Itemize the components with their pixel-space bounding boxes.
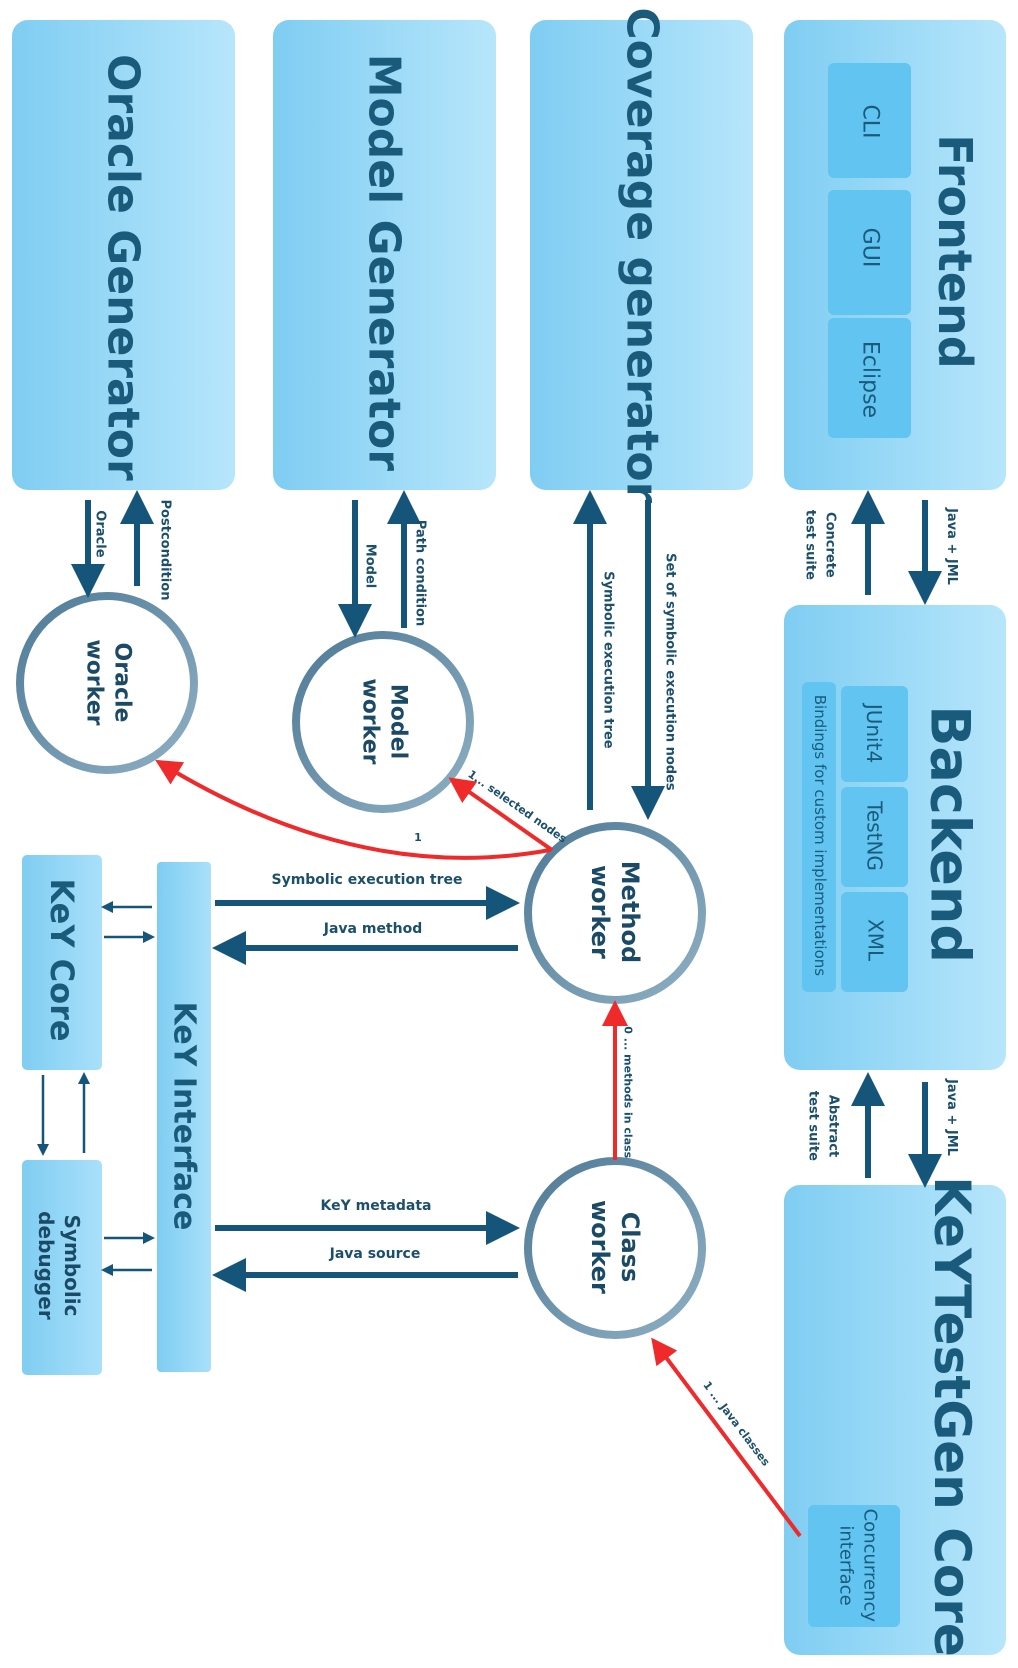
method-worker-line1: Method [616, 861, 644, 963]
label-java-source: Java source [329, 1246, 421, 1262]
label-oracle: Oracle [93, 510, 108, 557]
backend-testng-box [841, 787, 908, 887]
backend-junit4-label: JUnit4 [862, 702, 886, 763]
backend-testng-label: TestNG [863, 800, 887, 871]
backend-bindings-box [802, 682, 836, 992]
oracle-generator-title: Oracle Generator [98, 54, 149, 481]
model-generator-box: Model Generator [273, 20, 496, 490]
backend-title: Backend [919, 705, 982, 963]
frontend-eclipse-label: Eclipse [858, 341, 883, 418]
label-path-condition: Path condition [413, 520, 428, 626]
label-one: 1 [414, 831, 422, 844]
keytestgen-core-title: KeYTestGen Core [923, 1176, 981, 1657]
backend-junit4-box [841, 686, 908, 782]
dark-horizontal-arrows [212, 886, 520, 1292]
model-worker: Model worker [292, 631, 474, 813]
backend-xml-box [841, 892, 908, 992]
arrow-red-java-classes [651, 1337, 802, 1538]
frontend-gui-label: GUI [858, 228, 883, 268]
concurrency-label-line1: Concurrency [860, 1509, 881, 1623]
label-postcondition: Postcondition [158, 500, 173, 601]
label-model: Model [363, 544, 378, 588]
oracle-generator-box: Oracle Generator [12, 20, 235, 490]
label-java-jml-2: Java + JML [944, 1078, 959, 1156]
frontend-title: Frontend [928, 134, 982, 368]
label-java-classes: 1 ... Java classes [700, 1379, 772, 1469]
label-concrete-line2: test suite [803, 510, 818, 580]
concurrency-interface-box [808, 1505, 900, 1627]
backend-box: Bindings for custom implementations JUni… [784, 605, 1006, 1070]
label-abstract-line1: Abstract [826, 1095, 841, 1157]
label-selected-nodes: 1... selected nodes [465, 768, 569, 846]
class-worker: Class worker [524, 1157, 706, 1339]
oracle-worker: Oracle worker [16, 592, 198, 774]
label-key-metadata: KeY metadata [321, 1198, 432, 1214]
red-arrows [155, 759, 802, 1538]
oracle-worker-line1: Oracle [110, 643, 135, 723]
arrow-red-selected-nodes [448, 777, 554, 852]
symbolic-debugger-box: Symbolic debugger [22, 1160, 102, 1375]
label-abstract-line2: test suite [806, 1091, 821, 1161]
key-interface-box: KeY Interface [157, 862, 211, 1372]
oracle-worker-line2: worker [82, 639, 107, 725]
concurrency-label-line2: interface [836, 1525, 857, 1605]
key-interface-title: KeY Interface [167, 1002, 202, 1231]
key-core-box: KeY Core [22, 855, 102, 1070]
backend-xml-label: XML [863, 919, 887, 962]
label-concrete-line1: Concrete [823, 512, 838, 578]
method-worker: Method worker [524, 822, 706, 1004]
frontend-box: CLI GUI Eclipse Frontend [784, 20, 1006, 490]
method-worker-line2: worker [586, 865, 614, 959]
model-generator-title: Model Generator [359, 54, 410, 472]
model-worker-line1: Model [386, 684, 411, 759]
symbolic-debugger-line2: debugger [34, 1211, 58, 1320]
symbolic-debugger-line1: Symbolic [60, 1215, 84, 1317]
coverage-generator-box: Coverage generator [530, 7, 753, 504]
label-set-of-nodes: Set of symbolic execution nodes [663, 553, 678, 791]
keytestgen-core-box: Concurrency interface KeYTestGen Core [784, 1176, 1006, 1657]
key-core-interface-arrows [37, 901, 155, 1276]
frontend-gui-box [828, 190, 911, 315]
label-java-jml-1: Java + JML [944, 507, 959, 585]
frontend-cli-box [828, 63, 911, 178]
label-symbolic-tree-up: Symbolic execution tree [601, 571, 616, 749]
frontend-eclipse-box [828, 318, 911, 438]
backend-bindings-label: Bindings for custom implementations [811, 695, 829, 977]
dark-vertical-arrows [71, 490, 942, 1188]
key-core-title: KeY Core [43, 878, 81, 1041]
model-worker-line2: worker [358, 678, 383, 764]
label-symbolic-tree-h: Symbolic execution tree [271, 872, 462, 888]
class-worker-line2: worker [586, 1200, 614, 1294]
arrow-red-one [155, 759, 551, 860]
label-java-method: Java method [323, 921, 423, 937]
frontend-cli-label: CLI [858, 104, 883, 138]
class-worker-line1: Class [616, 1212, 644, 1283]
label-methods-in-class: 0 ... methods in class [622, 1026, 635, 1158]
coverage-generator-title: Coverage generator [617, 7, 668, 503]
